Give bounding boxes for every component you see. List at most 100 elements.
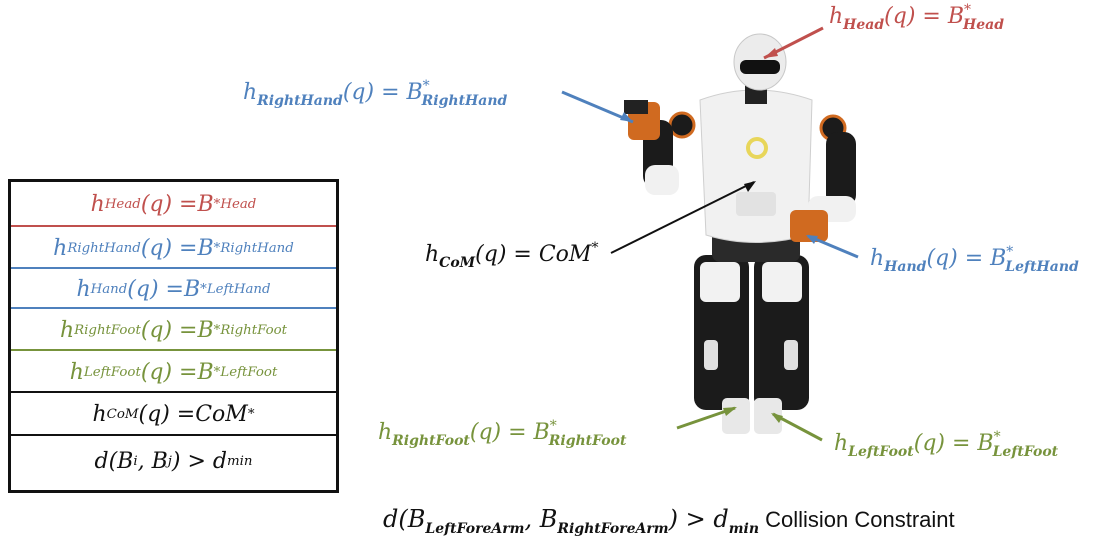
collision-subscript-min: min bbox=[728, 521, 760, 537]
formula-rhs: B bbox=[197, 192, 214, 217]
formula-function: h bbox=[90, 192, 105, 217]
formula-rhs-subscript: RightHand bbox=[421, 93, 508, 109]
formula-rhs: CoM bbox=[195, 402, 248, 427]
formula-tail: ) > d bbox=[171, 449, 227, 474]
formula-subscript: CoM bbox=[106, 407, 139, 422]
formula-equals: (q) = B bbox=[469, 420, 550, 445]
formula-subscript: Hand bbox=[90, 281, 128, 297]
collision-function: d(B bbox=[383, 505, 426, 533]
formula-superscript: * bbox=[200, 281, 207, 297]
formula-function: h bbox=[59, 317, 75, 343]
formula-function: h bbox=[243, 80, 258, 105]
formula-rhs-subscript: RightFoot bbox=[220, 322, 288, 338]
formula-rhs-subscript: RightFoot bbox=[548, 433, 627, 449]
formula-superscript: * bbox=[964, 2, 972, 18]
formula-subscript: RightHand bbox=[67, 240, 141, 256]
formula-superscript: * bbox=[1006, 244, 1014, 260]
formula-subscript: RightHand bbox=[257, 93, 343, 109]
formula-equals: (q) = B bbox=[884, 4, 965, 29]
collision-tail: ) > d bbox=[668, 505, 729, 533]
formula-function: h bbox=[425, 242, 440, 267]
formula-function: h bbox=[834, 431, 849, 456]
formula-subscript: Head bbox=[104, 197, 141, 212]
formula-rhs-subscript: LeftFoot bbox=[992, 444, 1059, 460]
formula-equals: (q) = bbox=[140, 192, 198, 217]
formula-equals: (q) = bbox=[140, 235, 198, 261]
formula-equals: , B bbox=[137, 449, 168, 474]
formula-rhs-subscript: Head bbox=[963, 17, 1005, 33]
row-divider bbox=[11, 267, 336, 269]
formula-rhs-subscript: Head bbox=[220, 197, 257, 212]
formula-subscript: RightFoot bbox=[74, 322, 141, 338]
formula-rhs: B bbox=[197, 359, 214, 385]
formula-rhs-subscript: RightHand bbox=[220, 240, 294, 256]
formula-rhs-subscript: LeftFoot bbox=[220, 364, 278, 380]
collision-constraint-label: d(BLeftForeArm, BRightForeArm) > dmin Co… bbox=[383, 505, 955, 537]
collision-subscript-right-forearm: RightForeArm bbox=[557, 521, 669, 537]
left-hand-task-label: hHand(q) = B*LeftHand bbox=[870, 244, 1079, 275]
formula-rhs: B bbox=[197, 317, 214, 343]
formula-equals: (q) = bbox=[140, 317, 198, 343]
formula-function: h bbox=[76, 276, 91, 302]
com-task-label: hCoM(q) = CoM* bbox=[425, 240, 598, 271]
formula-function: h bbox=[829, 4, 844, 29]
formula-superscript: * bbox=[213, 364, 221, 380]
formula-rhs: B bbox=[183, 276, 201, 302]
formula-superscript: * bbox=[247, 407, 255, 422]
formula-function: h bbox=[69, 359, 84, 385]
formula-superscript: * bbox=[213, 240, 221, 256]
row-divider bbox=[11, 391, 336, 393]
formula-rhs-subscript: LeftHand bbox=[1005, 259, 1079, 275]
right-foot-task-label: hRightFoot(q) = B*RightFoot bbox=[378, 418, 626, 449]
formula-tail-subscript: min bbox=[227, 454, 253, 469]
left-foot-task-label: hLeftFoot(q) = B*LeftFoot bbox=[834, 429, 1058, 460]
formula-subscript: LeftFoot bbox=[848, 444, 914, 460]
formula-superscript: * bbox=[591, 240, 599, 256]
formula-subscript: Head bbox=[843, 17, 885, 33]
head-task-label: hHead(q) = B*Head bbox=[829, 2, 1004, 33]
left-hand-arrow bbox=[807, 234, 859, 259]
collision-subscript-left-forearm: LeftForeArm bbox=[425, 521, 525, 537]
formula-equals: (q) = B bbox=[342, 80, 423, 105]
formula-superscript: * bbox=[213, 322, 221, 338]
row-divider bbox=[11, 349, 336, 351]
formula-equals: (q) = bbox=[127, 276, 184, 302]
formula-rhs-subscript: LeftHand bbox=[206, 281, 271, 297]
formula-equals: (q) = bbox=[140, 359, 198, 385]
arrows bbox=[561, 26, 859, 442]
formula-rhs: B bbox=[197, 235, 214, 261]
formula-equals: (q) = bbox=[138, 402, 196, 427]
formula-subscript: RightFoot bbox=[392, 433, 470, 449]
formula-function: d(B bbox=[94, 449, 134, 474]
formula-function: h bbox=[378, 420, 393, 445]
formula-function: h bbox=[870, 246, 885, 271]
formula-rhs-subscript: j bbox=[167, 454, 172, 469]
collision-constraint-text: Collision Constraint bbox=[759, 507, 955, 532]
com-arrow bbox=[610, 181, 755, 254]
formula-equals: (q) = B bbox=[913, 431, 994, 456]
collision-separator: , B bbox=[524, 505, 558, 533]
robot-figure bbox=[624, 33, 856, 434]
formula-superscript: * bbox=[549, 418, 557, 434]
formula-superscript: * bbox=[213, 197, 221, 212]
formula-function: h bbox=[53, 235, 68, 261]
formula-superscript: * bbox=[993, 429, 1001, 445]
row-divider bbox=[11, 434, 336, 436]
formula-subscript: CoM bbox=[439, 255, 476, 271]
formula-subscript: i bbox=[133, 454, 138, 469]
right-hand-task-label: hRightHand(q) = B*RightHand bbox=[243, 78, 507, 109]
formula-function: h bbox=[92, 402, 107, 427]
formula-equals: (q) = CoM bbox=[475, 242, 592, 267]
row-divider bbox=[11, 307, 336, 309]
row-divider bbox=[11, 225, 336, 227]
formula-subscript: Hand bbox=[884, 259, 927, 275]
